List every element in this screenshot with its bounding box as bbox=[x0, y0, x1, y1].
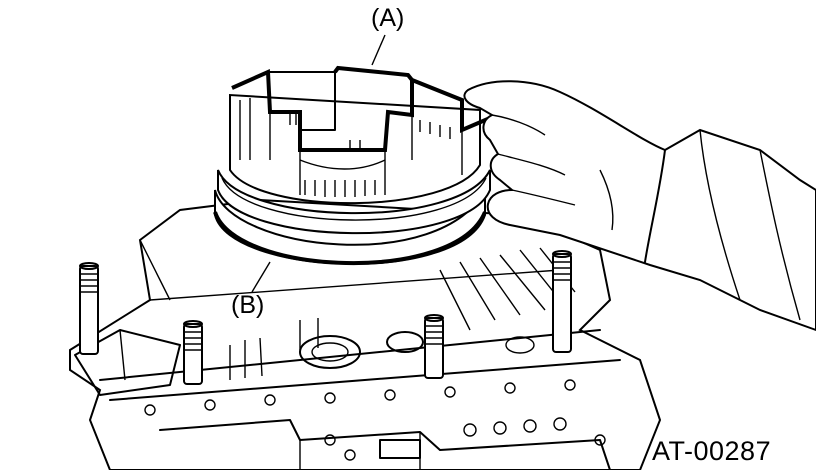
leader-a bbox=[371, 34, 386, 66]
label-part-a: (A) bbox=[371, 4, 405, 32]
label-part-b: (B) bbox=[231, 291, 265, 319]
stud-right bbox=[552, 250, 572, 353]
stud-mid-right bbox=[424, 314, 444, 379]
valve-body bbox=[69, 198, 662, 471]
studs bbox=[79, 250, 572, 385]
figure-code: AT-00287 bbox=[652, 436, 772, 466]
gasket-b bbox=[213, 211, 487, 265]
hand bbox=[463, 80, 816, 332]
drum-a bbox=[213, 34, 491, 293]
stud-mid-left bbox=[183, 320, 203, 385]
stud-left bbox=[79, 262, 99, 355]
leader-b bbox=[251, 261, 271, 293]
